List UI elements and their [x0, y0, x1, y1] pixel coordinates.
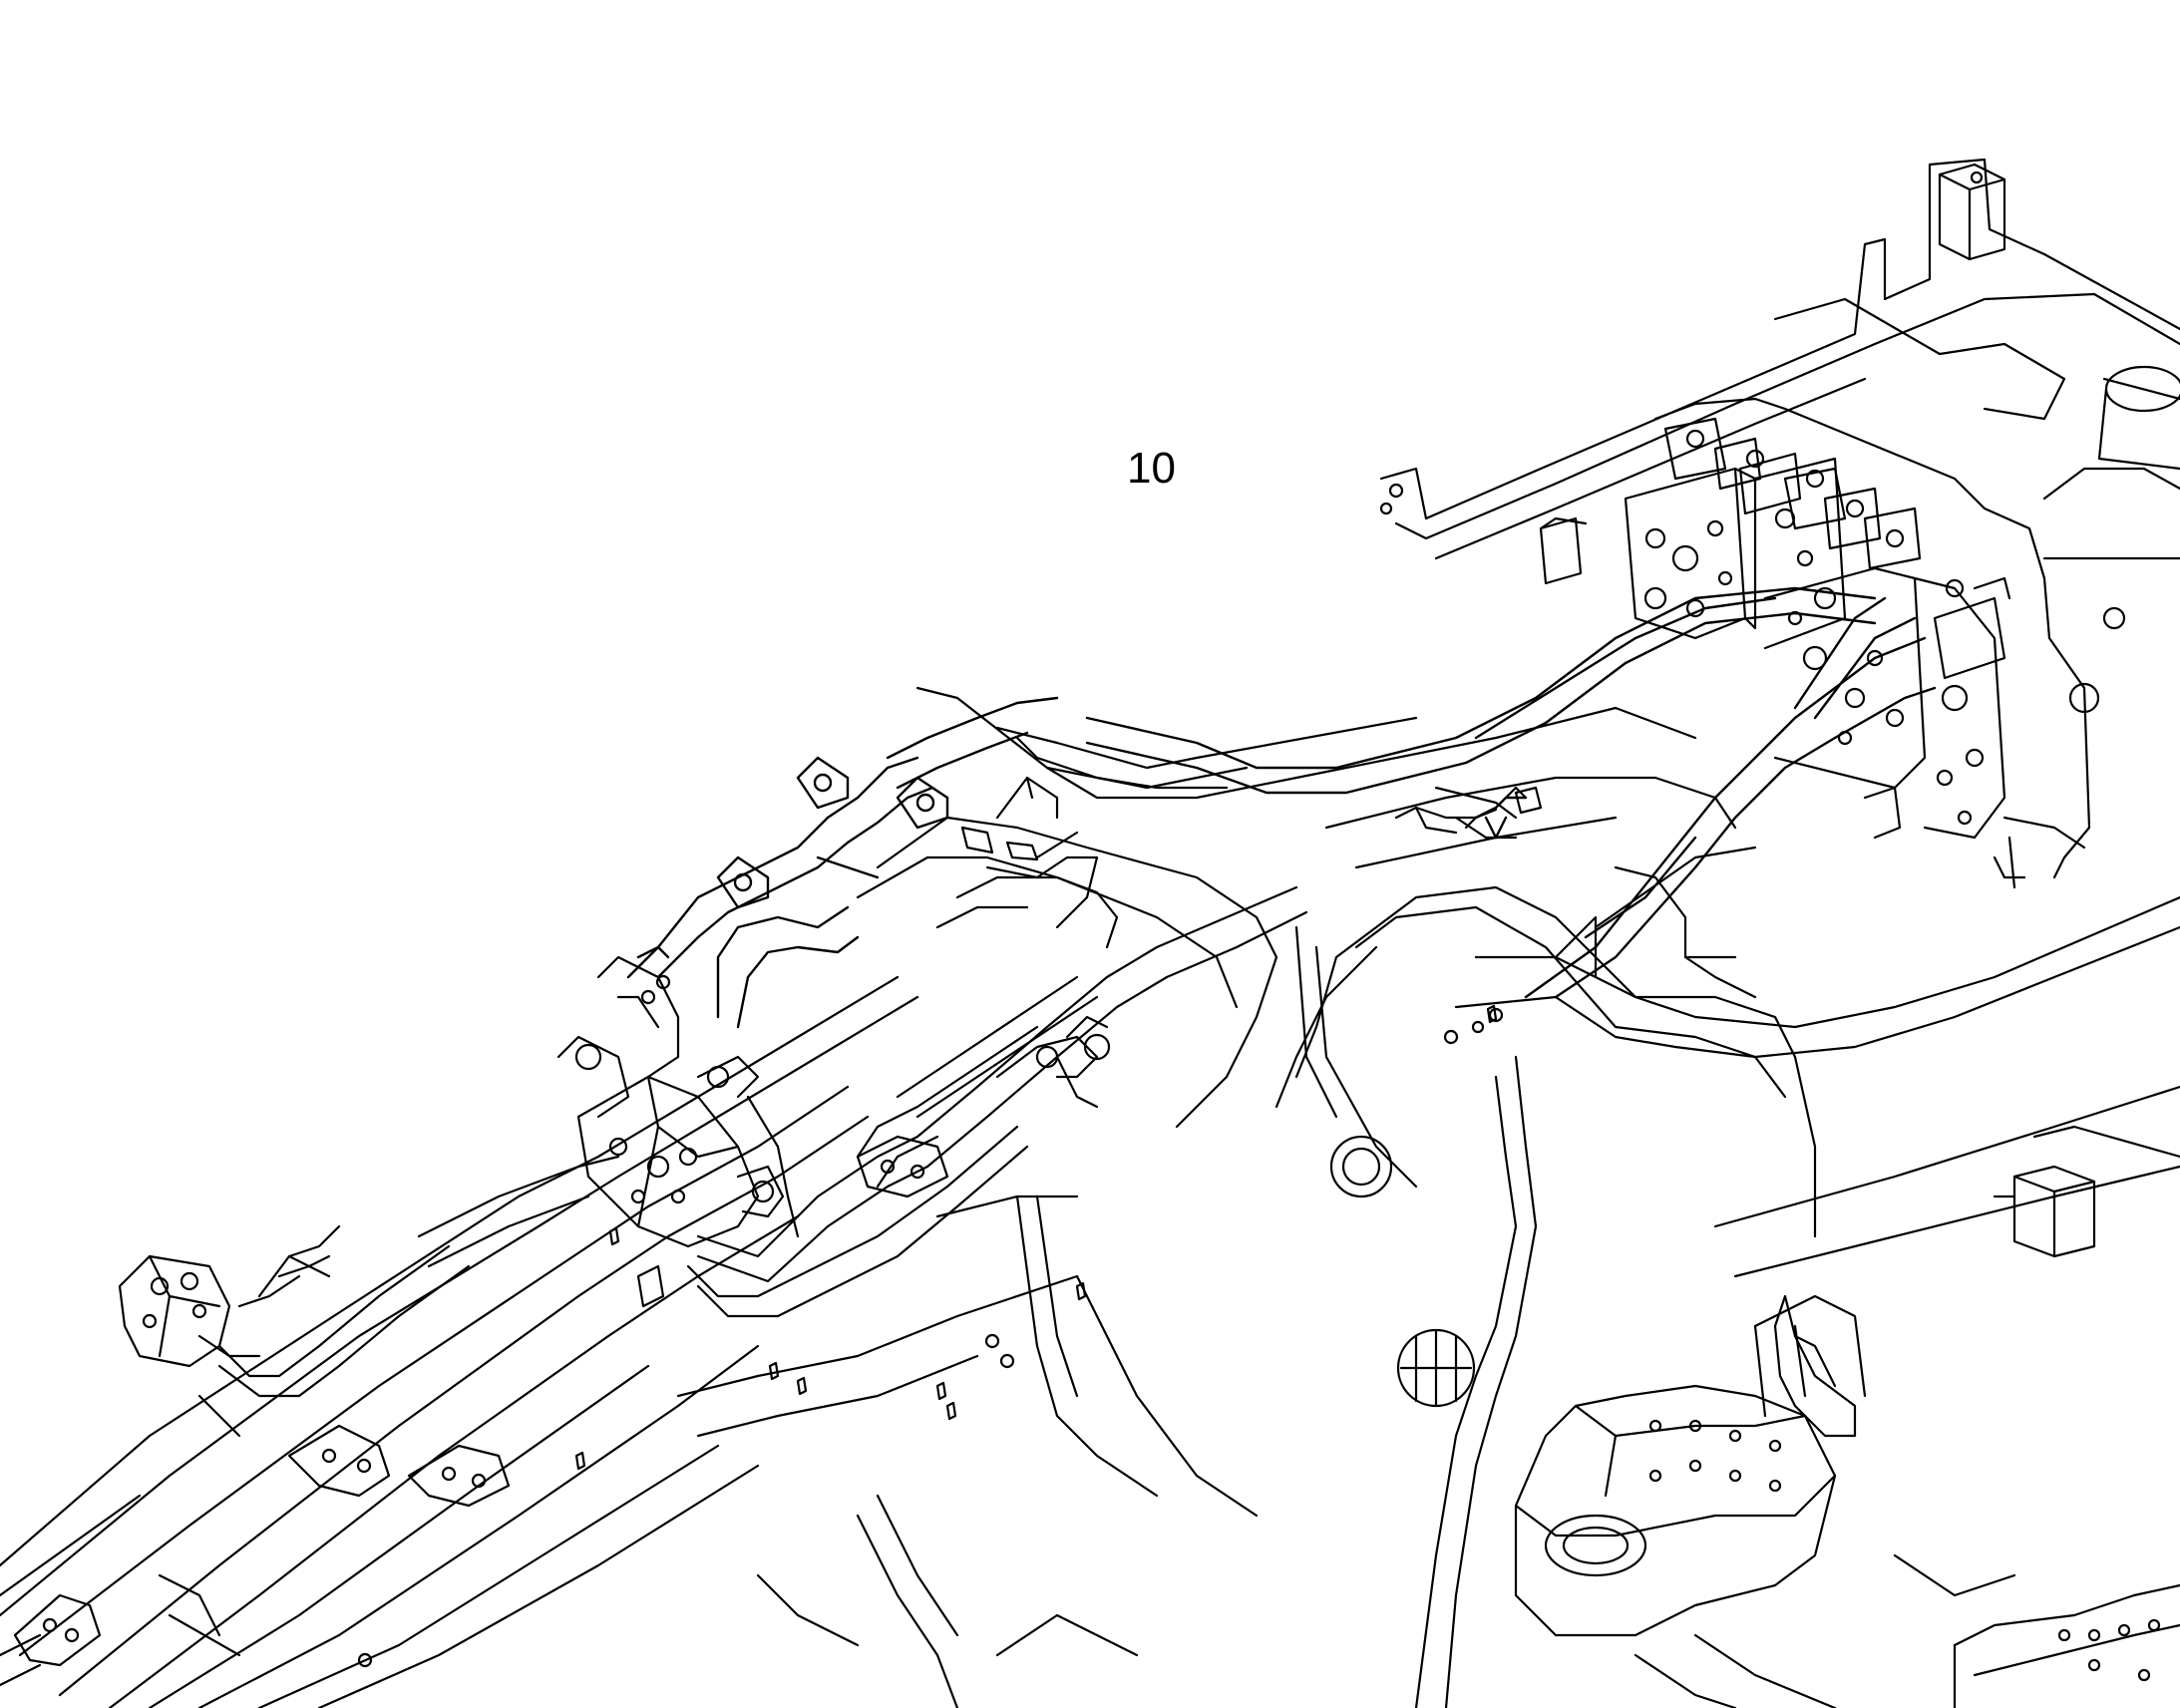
- lower-plate: [1516, 1296, 1865, 1635]
- main-control-valve: [1626, 399, 2089, 887]
- front-hose-bundle: [0, 977, 917, 1708]
- corner-pad-upper: [1940, 165, 2004, 259]
- left-end-block: [120, 1226, 469, 1436]
- curved-bracket: [1775, 1296, 1855, 1436]
- pivot-bracket: [1276, 887, 1815, 1708]
- valve-port-pattern: [1645, 510, 1983, 824]
- hose-clamps: [15, 1137, 947, 1665]
- hoses-to-valve: [1087, 588, 1935, 997]
- upper-hose-fitting: [1017, 738, 1541, 838]
- bolt-stubs: [359, 1006, 1496, 1666]
- item-callout-number: 10: [1127, 444, 1176, 493]
- upper-frame-rear: [1381, 160, 2180, 712]
- center-hose-guide: [858, 778, 1276, 1127]
- long-hoses-right: [419, 887, 1306, 1316]
- upper-hose-loops: [628, 698, 1057, 1027]
- lower-left-edge: [0, 1575, 239, 1685]
- left-valve-cluster: [558, 957, 783, 1246]
- floor-plate-lower-right: [1635, 1555, 2180, 1708]
- lower-beams: [678, 1196, 1257, 1708]
- boom-frame: [917, 688, 2180, 1276]
- corner-pad-lower: [1995, 1127, 2180, 1256]
